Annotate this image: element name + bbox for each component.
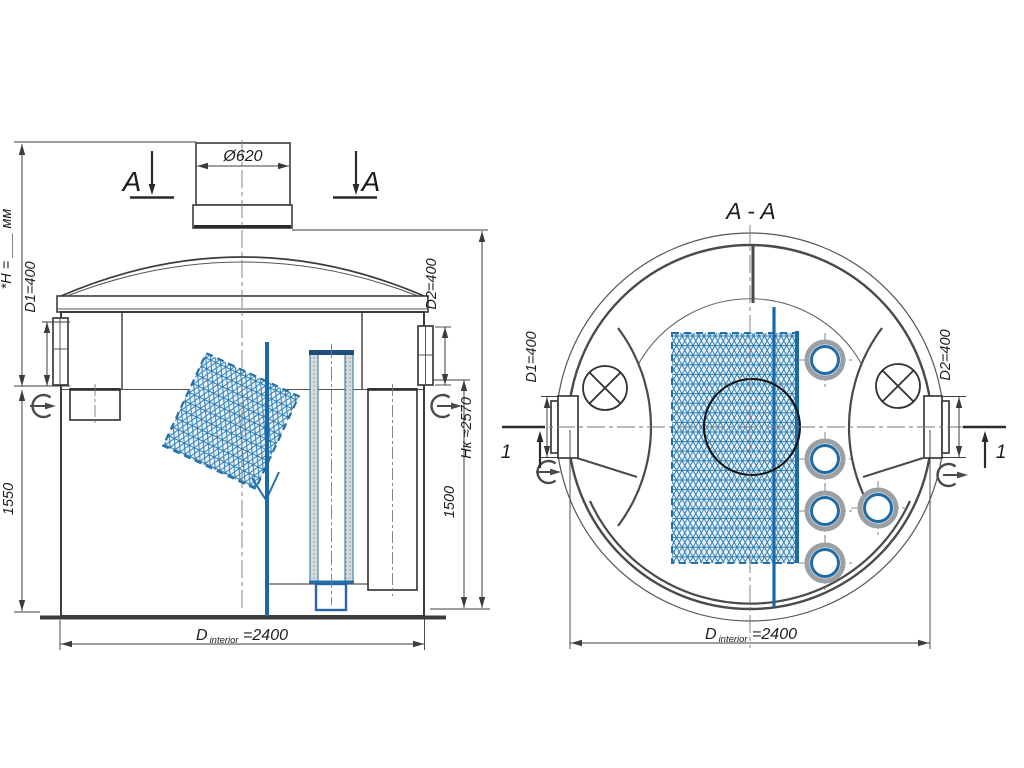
inlet-distribution-box (69, 384, 121, 426)
filter-cartridge (309, 344, 354, 612)
cover-band (56, 295, 429, 313)
tube-bundle (798, 333, 905, 590)
tube (798, 484, 852, 538)
coalescing-mesh-plan (671, 331, 799, 564)
dim-overall-height: Hк ≈2570 (459, 397, 475, 459)
dim-inlet-section: D1=400 (524, 331, 540, 382)
dim-left-height: 1550 (1, 483, 17, 515)
vent-right-icon (875, 363, 921, 409)
outlet-flow-icon (430, 393, 462, 419)
internal-structure (62, 313, 423, 596)
tube (798, 536, 852, 590)
dim-right-height: 1500 (442, 486, 458, 518)
detail-marker-1-left-icon (502, 425, 545, 468)
front-view: Ø620 A A *H = ___ мм D1=400 1550 D2=400 … (0, 140, 490, 650)
bottom-chamber-wall (589, 500, 911, 605)
section-marker-a-left: A (121, 166, 142, 197)
detail-marker-1-left-label: 1 (501, 442, 512, 463)
dim-neck-diameter: Ø620 (222, 148, 262, 165)
section-arrow-a-left-icon (130, 151, 174, 199)
dim-inlet-front: D1=400 (23, 261, 39, 312)
outlet-chamber-box (367, 384, 418, 596)
tank-dome (60, 256, 425, 297)
inlet-flow-icon (30, 393, 56, 419)
section-title: A - A (724, 198, 775, 224)
dim-height-note: *H = ___ мм (0, 209, 15, 290)
tube (798, 333, 852, 387)
tube (798, 432, 852, 486)
detail-marker-1-right-icon (963, 425, 1006, 468)
front-labels: Ø620 A A *H = ___ мм D1=400 1550 D2=400 … (0, 148, 475, 646)
section-arrow-a-right-icon (333, 151, 377, 199)
vent-left-icon (582, 365, 628, 411)
outlet-flow-icon-plan (936, 462, 968, 488)
inlet-nozzle (52, 317, 69, 386)
section-marker-a-right: A (360, 166, 381, 197)
section-dimensions (541, 396, 966, 649)
inlet-flow-icon-plan (536, 459, 561, 485)
front-dimensions (14, 141, 490, 650)
dim-outlet-front: D2=400 (424, 258, 440, 309)
tube (851, 481, 905, 535)
outlet-nozzle (417, 325, 434, 386)
detail-marker-1-right-label: 1 (996, 442, 1007, 463)
dim-outlet-section: D2=400 (938, 329, 954, 380)
manhole-neck (192, 142, 293, 229)
